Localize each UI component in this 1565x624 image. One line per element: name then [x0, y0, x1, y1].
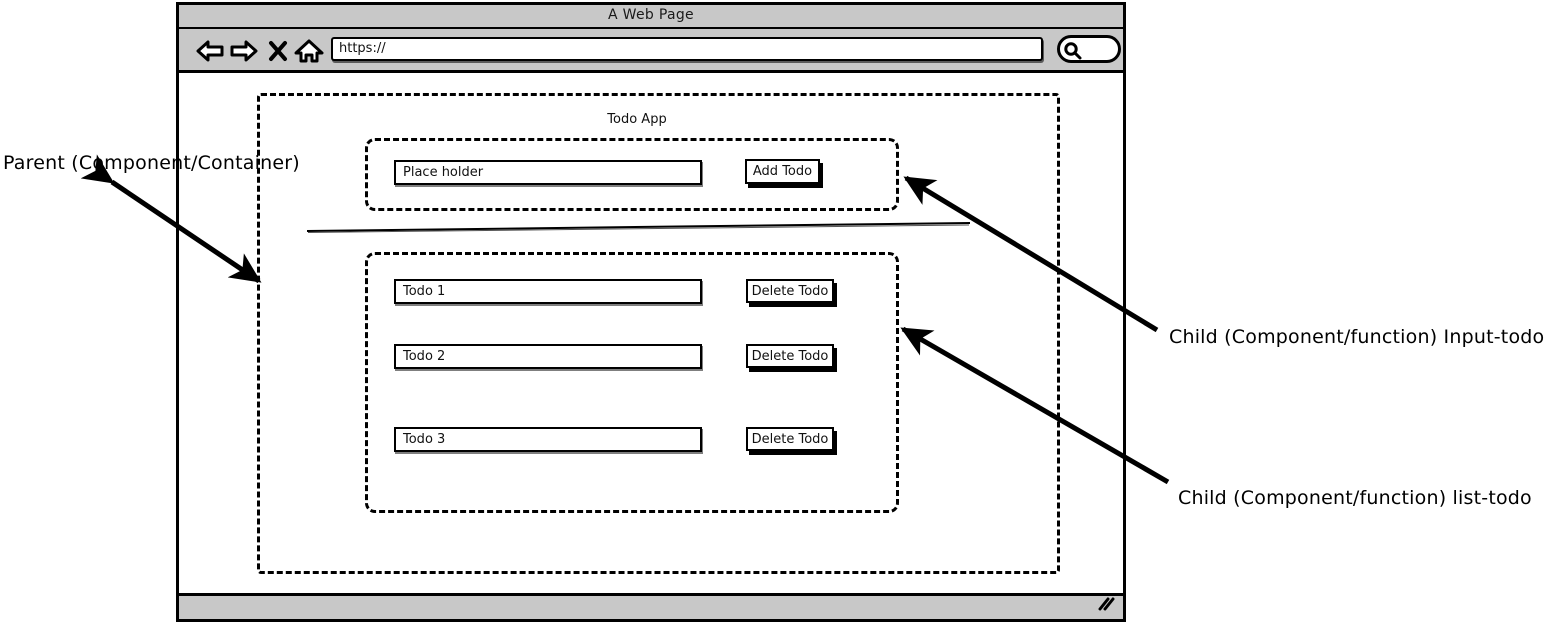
back-arrow-icon[interactable] [195, 37, 225, 69]
section-divider [306, 222, 971, 233]
resize-grip-icon[interactable] [1097, 596, 1115, 616]
todo-item-field[interactable]: Todo 3 [394, 427, 702, 452]
annotation-label-parent: Parent (Component/Container) [3, 152, 300, 174]
annotation-label-child-list: Child (Component/function) list-todo [1178, 487, 1532, 509]
home-icon[interactable] [293, 37, 325, 69]
close-x-icon[interactable] [267, 37, 289, 69]
todo-item-field[interactable]: Todo 2 [394, 344, 702, 369]
browser-titlebar: A Web Page [179, 5, 1123, 29]
app-title: Todo App [607, 112, 667, 127]
forward-arrow-icon[interactable] [229, 37, 259, 69]
input-todo-container-box [365, 138, 899, 211]
list-todo-container-box [365, 252, 899, 513]
delete-todo-button[interactable]: Delete Todo [746, 279, 834, 303]
annotation-label-child-input: Child (Component/function) Input-todo [1169, 326, 1545, 348]
search-icon [1062, 40, 1084, 66]
url-text: https:// [339, 41, 386, 56]
todo-item-field[interactable]: Todo 1 [394, 279, 702, 304]
page-title: A Web Page [608, 7, 694, 23]
delete-todo-button[interactable]: Delete Todo [746, 427, 834, 451]
add-todo-button[interactable]: Add Todo [745, 159, 820, 184]
browser-toolbar: https:// [179, 29, 1123, 73]
browser-statusbar [179, 593, 1123, 619]
search-input[interactable] [1057, 35, 1121, 63]
todo-text-input[interactable]: Place holder [394, 160, 702, 185]
url-input[interactable]: https:// [331, 37, 1043, 61]
delete-todo-button[interactable]: Delete Todo [746, 344, 834, 368]
